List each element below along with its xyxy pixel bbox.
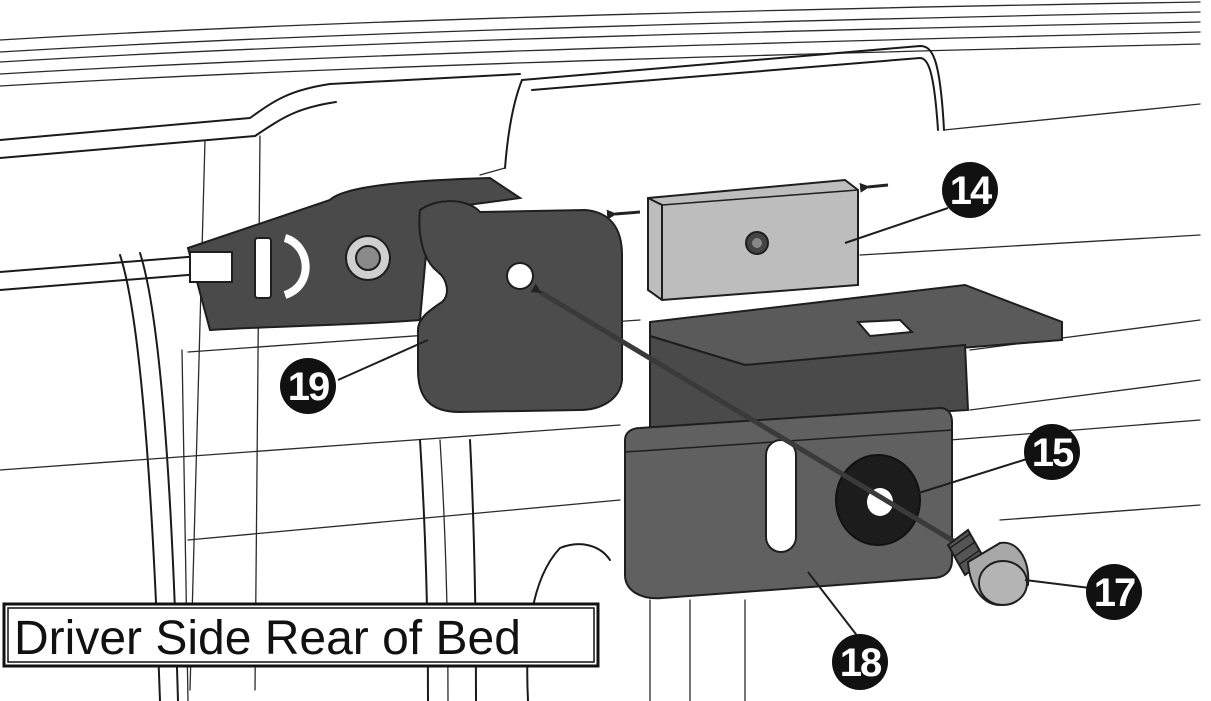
part-19-bracket bbox=[417, 200, 623, 414]
callout-14-label: 14 bbox=[950, 169, 993, 213]
latch-bracket bbox=[186, 176, 523, 332]
callout-15-label: 15 bbox=[1032, 431, 1074, 475]
caption-box: Driver Side Rear of Bed bbox=[2, 602, 600, 668]
part-15-washer bbox=[835, 454, 921, 546]
callout-19-label: 19 bbox=[288, 365, 329, 409]
callout-15: 15 bbox=[1024, 424, 1080, 480]
nut-icon bbox=[345, 235, 391, 281]
callout-17-label: 17 bbox=[1094, 571, 1135, 615]
part-17-bolt bbox=[946, 528, 1030, 607]
caption-text: Driver Side Rear of Bed bbox=[14, 612, 521, 665]
direction-arrows bbox=[606, 182, 889, 220]
callout-18: 18 bbox=[832, 634, 888, 690]
callout-18-label: 18 bbox=[840, 641, 882, 685]
callout-14: 14 bbox=[942, 162, 998, 218]
leader-lines bbox=[337, 207, 1091, 643]
callout-17: 17 bbox=[1086, 564, 1142, 620]
callout-19: 19 bbox=[280, 358, 336, 414]
part-14-spacer-plate bbox=[647, 178, 859, 302]
assembly-line bbox=[530, 283, 967, 551]
